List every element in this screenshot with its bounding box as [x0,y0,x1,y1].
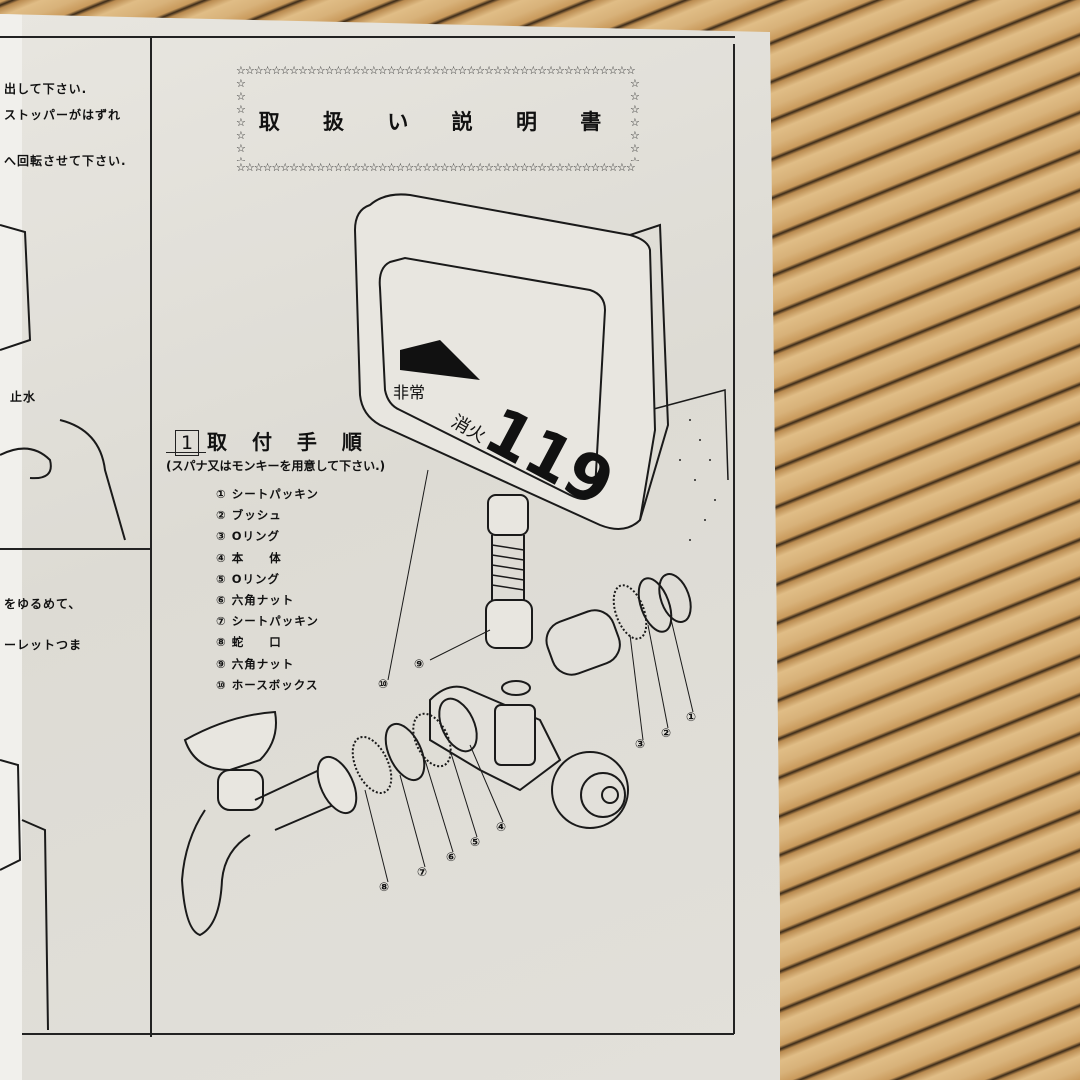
part-item: ⑤ Oリング [216,571,281,586]
left-box-drawing-2 [0,759,22,871]
callout-8: ⑧ [379,880,390,894]
heading-underline [166,452,206,453]
tools-note: (スパナ又はモンキーを用意して下さい.) [166,459,386,473]
left-text-3: へ回転させて下さい. [4,154,127,168]
sign-logo-text2: 非常 [393,383,425,402]
star-border-left: ☆☆☆☆☆☆☆ [236,77,246,161]
flame-logo [400,340,480,380]
star-border-bottom: ☆☆☆☆☆☆☆☆☆☆☆☆☆☆☆☆☆☆☆☆☆☆☆☆☆☆☆☆☆☆☆☆☆☆☆☆☆☆☆☆… [236,161,636,174]
previous-page-edge [0,14,22,1080]
hand-drawing [59,419,126,541]
section-number: 1 [175,430,199,456]
callout-5: ⑤ [470,835,481,849]
frame-bottom-line [22,1033,734,1035]
hose-box-sign [353,193,670,530]
hand-fingers [0,447,52,480]
part-item: ① シートパッキン [216,487,319,501]
valve-body [429,685,629,829]
part-item: ⑨ 六角ナット [216,656,295,671]
part-item: ② ブッシュ [216,508,282,523]
document-title: 取 扱 い 説 明 書 [258,110,620,134]
star-border-right: ☆☆☆☆☆☆☆ [630,77,640,161]
left-fittings [351,697,478,795]
callout-2: ② [661,726,672,740]
stipple-shading [679,419,716,541]
part-item: ④ 本 体 [216,550,282,565]
star-border-top: ☆☆☆☆☆☆☆☆☆☆☆☆☆☆☆☆☆☆☆☆☆☆☆☆☆☆☆☆☆☆☆☆☆☆☆☆☆☆☆☆… [236,64,636,77]
wall-outline [649,389,729,481]
part-item: ③ Oリング [216,529,281,544]
exploded-diagram: 119 消火 非常 [0,193,729,1031]
right-fittings [545,573,692,676]
stop-water-label: 止水 [10,390,37,404]
callout-10: ⑩ [378,677,389,691]
frame-top-line [0,36,735,38]
left-text-2: ストッパーがはずれ [4,108,122,122]
callout-1: ① [686,710,697,724]
part-item: ⑦ シートパッキン [216,614,319,629]
left-text-5: ーレットつま [4,638,83,652]
callout-7: ⑦ [417,865,428,879]
left-box-edge [21,819,49,1031]
leader-lines [364,469,694,883]
part-item: ⑧ 蛇 口 [216,635,282,650]
callout-4: ④ [496,820,507,834]
callout-9: ⑨ [414,657,425,671]
callout-3: ③ [635,737,646,751]
part-item: ⑥ 六角ナット [216,592,295,607]
section-title: 取 付 手 順 [207,430,371,454]
section-heading: 1 取 付 手 順 [175,426,371,456]
parts-list: ① シートパッキン ② ブッシュ ③ Oリング ④ 本 体 ⑤ Oリング ⑥ 六… [216,484,319,696]
frame-right-line [733,44,735,1034]
left-text-1: 出して下さい. [4,82,88,96]
faucet-drawing [180,710,358,937]
part-item: ⑩ ホースボックス [216,677,319,692]
title-box: ☆☆☆☆☆☆☆☆☆☆☆☆☆☆☆☆☆☆☆☆☆☆☆☆☆☆☆☆☆☆☆☆☆☆☆☆☆☆☆☆… [236,64,642,174]
instruction-sheet: 出して下さい. ストッパーがはずれ へ回転させて下さい. 止水 をゆるめて、 ー… [0,14,780,1080]
left-row-divider [0,548,151,550]
left-text-4: をゆるめて、 [4,597,82,611]
left-box-drawing [0,224,32,351]
hose-pipe [485,494,533,696]
callout-6: ⑥ [446,850,457,864]
column-divider [150,37,152,1037]
